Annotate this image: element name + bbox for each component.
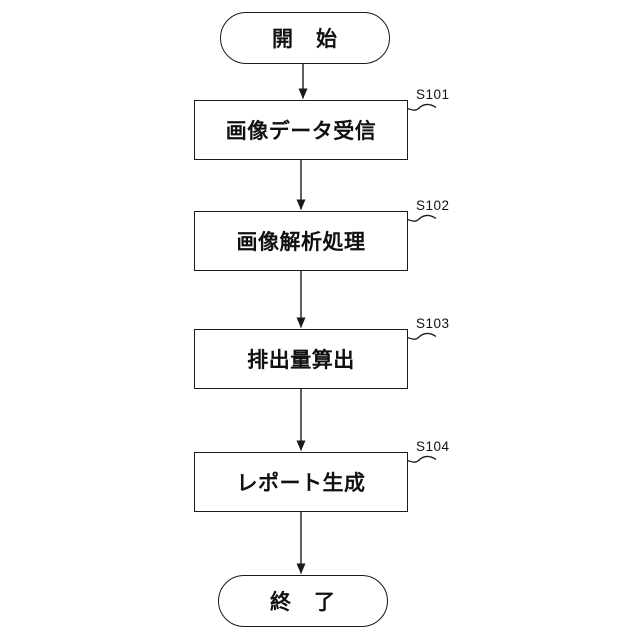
process-label-s101: 画像データ受信 [225, 120, 377, 143]
step-id-s103: S103 [416, 316, 450, 331]
terminal-end: 終 了 [218, 575, 388, 627]
process-box-s101: 画像データ受信 [194, 100, 408, 160]
process-label-s104: レポート生成 [236, 472, 366, 495]
step-id-s104: S104 [416, 439, 450, 454]
process-box-s102: 画像解析処理 [194, 211, 408, 271]
step-id-s101: S101 [416, 87, 450, 102]
process-label-s102: 画像解析処理 [236, 231, 366, 254]
terminal-start-label: 開 始 [272, 28, 338, 51]
process-box-s103: 排出量算出 [194, 329, 408, 389]
step-id-s102: S102 [416, 198, 450, 213]
process-label-s103: 排出量算出 [247, 349, 355, 372]
terminal-start: 開 始 [220, 12, 390, 64]
terminal-end-label: 終 了 [270, 591, 336, 614]
process-box-s104: レポート生成 [194, 452, 408, 512]
